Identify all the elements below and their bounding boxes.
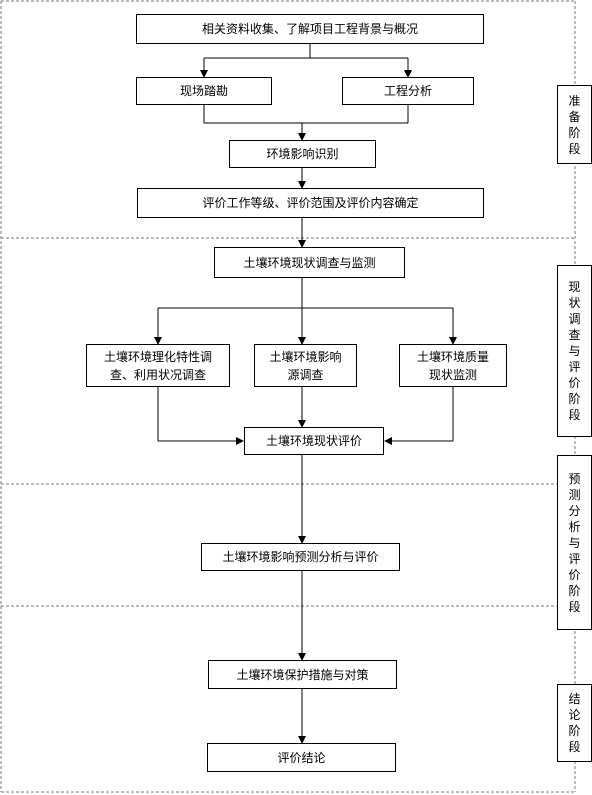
stage-label-predict: 预测分析与评价阶段 (557, 455, 592, 630)
step-status-evaluation: 土壤环境现状评价 (244, 427, 384, 455)
step-conclusion: 评价结论 (207, 743, 396, 772)
step-soil-status-survey: 土壤环境现状调查与监测 (214, 247, 405, 278)
step-engineering-analysis: 工程分析 (342, 77, 474, 105)
step-physchem-survey: 土壤环境理化特性调查、利用状况调查 (86, 344, 230, 387)
step-env-identification: 环境影响识别 (229, 140, 376, 168)
step-grade-scope: 评价工作等级、评价范围及评价内容确定 (137, 188, 484, 218)
stage-label-conclusion: 结论阶段 (557, 684, 592, 762)
step-site-survey: 现场踏勘 (136, 77, 272, 105)
step-source-survey: 土壤环境影响源调查 (254, 344, 357, 387)
stage-label-survey: 现状调查与评价阶段 (557, 265, 592, 437)
step-quality-monitoring: 土壤环境质量现状监测 (399, 344, 507, 387)
stage-label-prep: 准备阶段 (557, 85, 592, 164)
step-protection-measures: 土壤环境保护措施与对策 (208, 660, 397, 689)
step-impact-prediction: 土壤环境影响预测分析与评价 (201, 543, 400, 571)
step-collect: 相关资料收集、了解项目工程背景与概况 (136, 14, 484, 44)
